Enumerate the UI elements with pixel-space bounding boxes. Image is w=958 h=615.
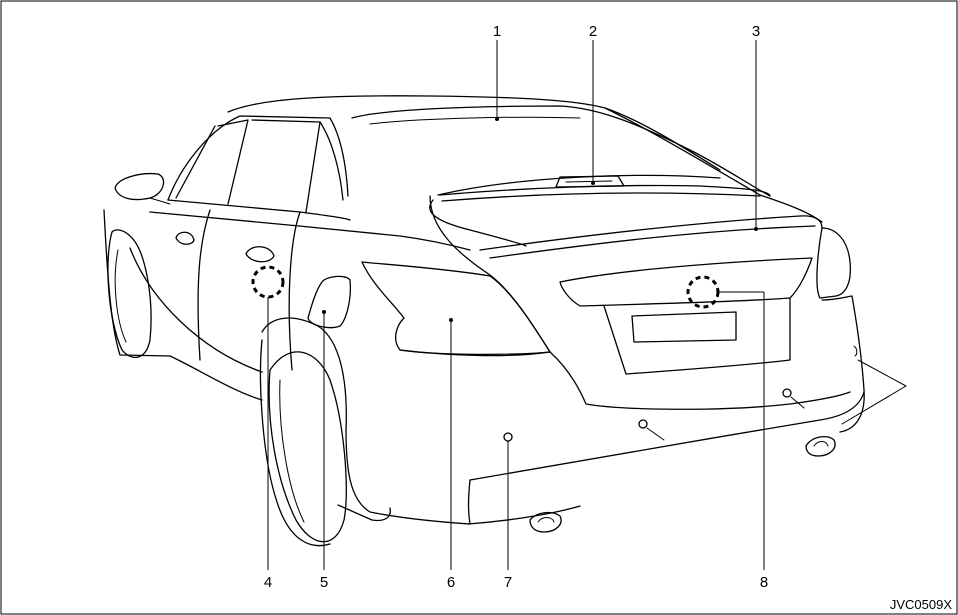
callout-2: 2 xyxy=(589,23,597,40)
door-handle-highlight xyxy=(251,265,285,299)
callout-6: 6 xyxy=(447,574,455,591)
callout-1: 1 xyxy=(493,23,501,40)
callout-5: 5 xyxy=(320,574,328,591)
leader-lines xyxy=(267,40,765,570)
figure-code: JVC0509X xyxy=(890,597,952,612)
callout-3: 3 xyxy=(752,23,760,40)
car-outline xyxy=(103,95,907,547)
callout-4: 4 xyxy=(264,574,272,591)
callout-8: 8 xyxy=(760,574,768,591)
callout-7: 7 xyxy=(504,574,512,591)
